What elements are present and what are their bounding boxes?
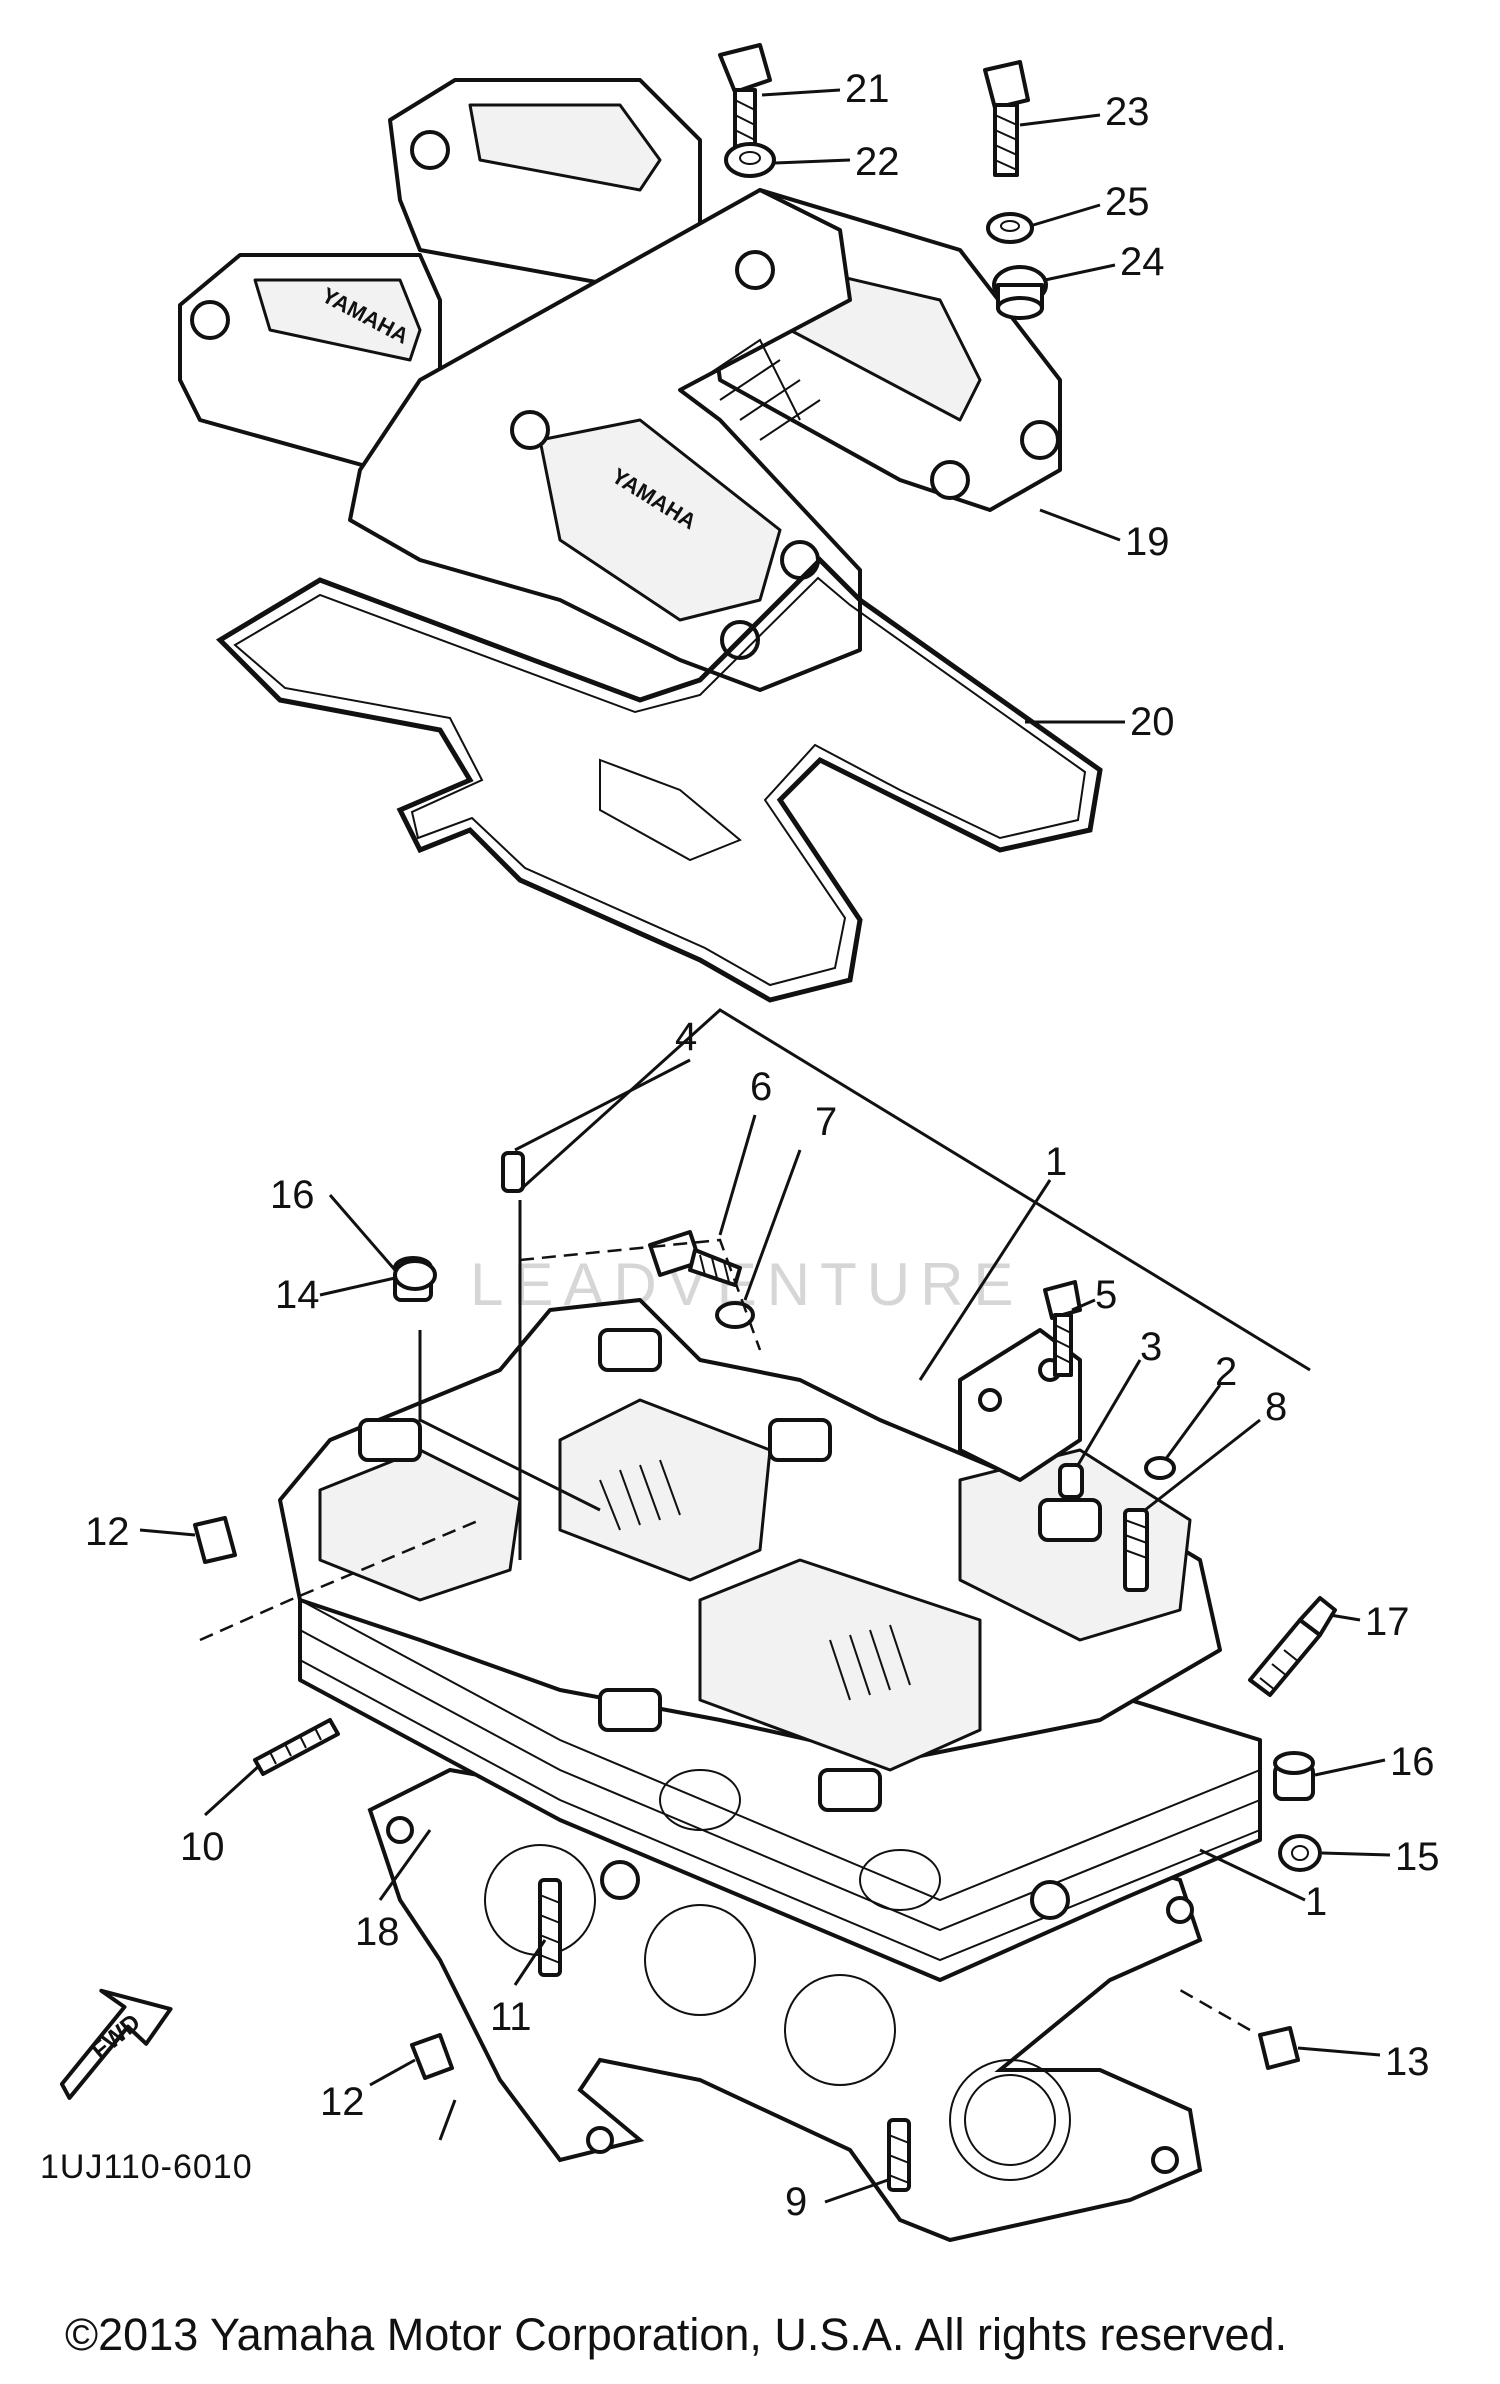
cap-nut-16-right [1273,1751,1315,1801]
copyright-notice: ©2013 Yamaha Motor Corporation, U.S.A. A… [65,2309,1287,2360]
callout-11: 11 [490,1995,532,2039]
callout-5: 5 [1095,1273,1117,1317]
callout-17: 17 [1365,1600,1410,1644]
washer-22 [724,142,776,178]
callout-24: 24 [1120,240,1165,284]
callout-16-left: 16 [270,1173,315,1217]
diagram-part-code: 1UJ110-6010 [40,2148,253,2186]
camshaft-cap [958,1328,1082,1482]
cylinder-head [278,1298,1262,1982]
callout-22: 22 [855,140,900,184]
callout-12-lower: 12 [320,2080,365,2124]
bolt-5 [1043,1280,1082,1377]
callout-15: 15 [1395,1835,1440,1879]
forward-arrow-icon: FWD [59,1988,173,2100]
callout-10: 10 [180,1825,225,1869]
stud-8 [1123,1508,1149,1592]
callout-18: 18 [355,1910,400,1954]
nut-14 [393,1259,437,1291]
callout-19: 19 [1125,520,1170,564]
callout-7: 7 [815,1100,837,1144]
washer-7 [715,1301,755,1329]
leader-lines [139,88,1391,2204]
callouts: 21 22 23 25 24 19 20 4 6 7 1 16 14 5 3 2… [85,67,1440,2224]
oring-2 [1144,1456,1176,1480]
callout-21: 21 [845,67,890,111]
callout-6: 6 [750,1065,772,1109]
plug-12-lower [410,2033,454,2080]
stud-9 [887,2118,911,2192]
dowel-4 [501,1151,525,1193]
plug-12-upper [193,1516,237,1564]
plug-13 [1258,2026,1300,2070]
callout-13: 13 [1385,2040,1430,2084]
callout-12-upper: 12 [85,1510,130,1554]
nut-15 [1278,1834,1322,1872]
callout-3: 3 [1140,1325,1162,1369]
bolt-23 [983,60,1030,177]
callout-23: 23 [1105,90,1150,134]
valve-cover: YAMAHA YAMAHA [178,78,1062,692]
callout-1-lower: 1 [1305,1880,1327,1924]
spark-plug-17 [1248,1596,1337,1697]
dowel-3 [1058,1463,1084,1499]
stud-10 [253,1718,340,1776]
bolt-21 [718,43,772,152]
callout-25: 25 [1105,180,1150,224]
bolt-6 [648,1230,742,1287]
callout-9: 9 [785,2180,807,2224]
callout-1: 1 [1045,1140,1067,1184]
callout-4: 4 [675,1015,697,1059]
callout-2: 2 [1215,1350,1237,1394]
callout-14: 14 [275,1273,320,1317]
washer-25 [986,212,1034,244]
stud-11 [538,1878,562,1977]
valve-cover-gasket [215,556,1103,1003]
callout-8: 8 [1265,1385,1287,1429]
callout-16-right: 16 [1390,1740,1435,1784]
callout-20: 20 [1130,700,1175,744]
grommet-24 [992,265,1048,320]
